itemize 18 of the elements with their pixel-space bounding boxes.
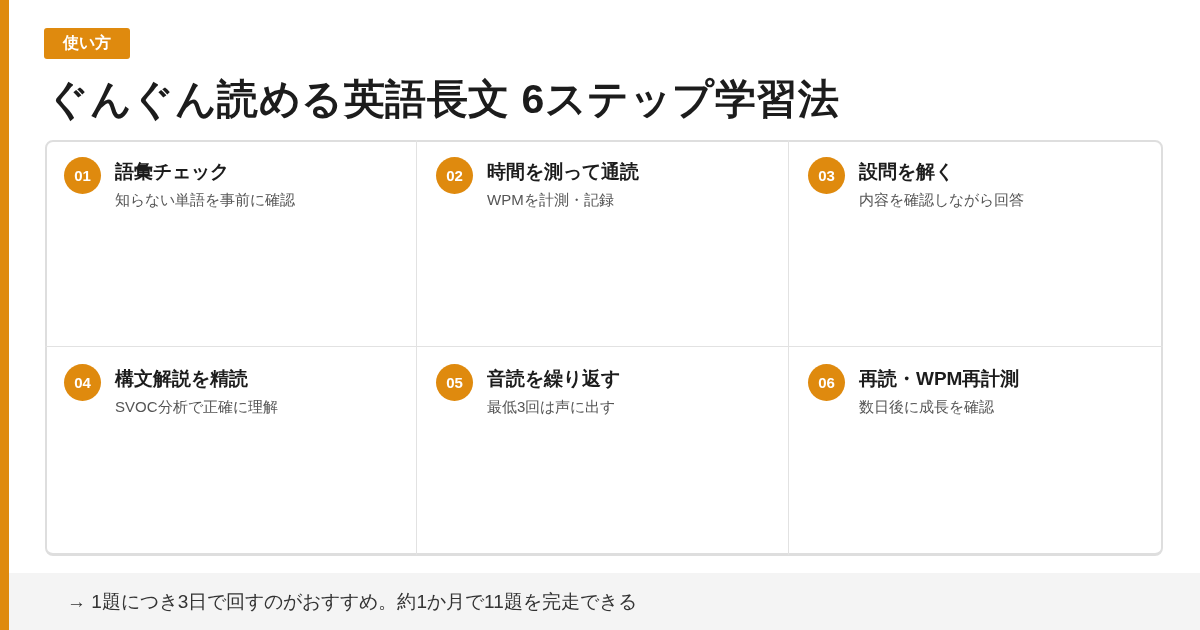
- step-heading: 構文解説を精読: [115, 367, 248, 391]
- step-heading: 再読・WPM再計測: [859, 367, 1020, 391]
- step-cell: [417, 140, 789, 347]
- footer-band: [9, 573, 1200, 630]
- step-description: WPMを計測・記録: [487, 190, 614, 210]
- step-description: 知らない単語を事前に確認: [115, 190, 295, 210]
- note-text: → 1題につき3日で回すのがおすすめ。約1か月で11題を完走できる: [67, 589, 637, 614]
- step-cell: [45, 140, 417, 347]
- title: ぐんぐん読める英語長文 6ステップ学習法: [47, 75, 840, 124]
- step-description: 内容を確認しながら回答: [859, 190, 1024, 210]
- step-heading: 語彙チェック: [115, 160, 229, 184]
- step-heading: 設問を解く: [859, 160, 954, 184]
- step-description: 最低3回は声に出す: [487, 397, 616, 417]
- step-heading: 音読を繰り返す: [487, 367, 620, 391]
- step-description: 数日後に成長を確認: [859, 397, 994, 417]
- tag-label: 使い方: [44, 28, 130, 59]
- step-description: SVOC分析で正確に理解: [115, 397, 278, 417]
- step-heading: 時間を測って通読: [487, 160, 639, 184]
